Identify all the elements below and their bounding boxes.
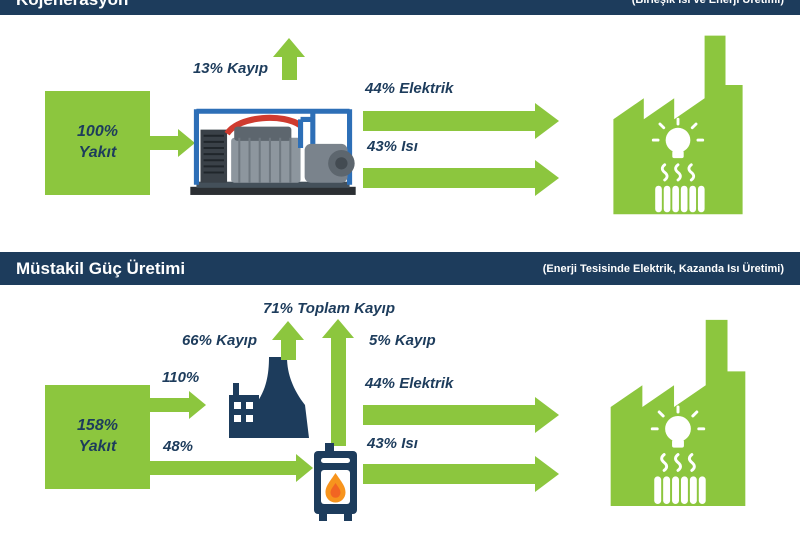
arrow-shaft: [150, 398, 189, 412]
separate-generation-header: Müstakil Güç Üretimi (Enerji Tesisinde E…: [0, 252, 800, 285]
cogeneration-heat-label: 43% Isı: [367, 138, 418, 155]
separate-generation-subtitle: (Enerji Tesisinde Elektrik, Kazanda Isı …: [542, 262, 784, 275]
total-loss-label: 71% Toplam Kayıp: [263, 300, 395, 317]
cogeneration-subtitle: (Birleşik Isı ve Enerji Üretimi): [632, 0, 784, 6]
boiler-loss-up-arrow: [322, 319, 354, 446]
separate-generation-title: Müstakil Güç Üretimi: [16, 258, 186, 278]
arrow-head: [273, 38, 305, 57]
fuel-value: 100%: [77, 123, 118, 141]
arrow-shaft: [330, 338, 346, 446]
boiler-loss-label: 5% Kayıp: [369, 332, 436, 349]
arrow-head: [535, 160, 559, 196]
cogeneration-loss-label: 13% Kayıp: [192, 60, 268, 77]
arrow-shaft: [281, 57, 297, 80]
fuel-value: 158%: [77, 417, 118, 435]
arrow-head: [535, 397, 559, 433]
fuel-unit: Yakıt: [78, 438, 117, 455]
arrow-shaft: [363, 111, 535, 131]
arrow-head: [535, 456, 559, 492]
fuel-to-generator-arrow: [150, 129, 195, 157]
to-boiler-label: 48%: [163, 438, 194, 455]
arrow-shaft: [363, 168, 535, 188]
fuel-to-boiler-arrow: [150, 454, 313, 482]
arrow-head: [322, 319, 354, 338]
power-plant-loss-label: 66% Kayıp: [181, 332, 257, 349]
fuel-unit: Yakıt: [78, 144, 117, 161]
arrow-shaft: [363, 405, 535, 425]
factory-icon: [611, 34, 745, 216]
cogeneration-heat-arrow: [363, 160, 559, 196]
to-power-plant-label: 110%: [162, 369, 200, 386]
arrow-head: [189, 391, 206, 419]
separate-fuel-box: 158% Yakıt: [45, 385, 150, 489]
arrow-shaft: [150, 461, 296, 475]
cogeneration-electric-arrow: [363, 103, 559, 139]
arrow-head: [178, 129, 195, 157]
arrow-head: [296, 454, 313, 482]
fuel-to-power-plant-arrow: [150, 391, 206, 419]
cogeneration-title: Kojenerasyon: [16, 0, 128, 10]
separate-heat-label: 43% Isı: [367, 435, 418, 452]
cogeneration-electric-label: 44% Elektrik: [365, 80, 454, 97]
arrow-head: [535, 103, 559, 139]
cogeneration-fuel-box: 100% Yakıt: [45, 91, 150, 195]
arrow-shaft: [363, 464, 535, 484]
separate-heat-arrow: [363, 456, 559, 492]
cogeneration-loss-up-arrow: [273, 38, 305, 80]
arrow-shaft: [280, 340, 296, 360]
arrow-head: [272, 321, 304, 340]
cogeneration-header: Kojenerasyon (Birleşik Isı ve Enerji Üre…: [0, 0, 800, 15]
arrow-shaft: [150, 136, 178, 150]
factory-icon: [609, 318, 747, 508]
separate-electric-arrow: [363, 397, 559, 433]
power-plant-loss-up-arrow: [272, 321, 304, 360]
boiler-icon: [314, 443, 357, 521]
separate-electric-label: 44% Elektrik: [365, 375, 454, 392]
gas-engine-generator-image: [190, 108, 356, 195]
power-plant-icon: [229, 357, 309, 438]
